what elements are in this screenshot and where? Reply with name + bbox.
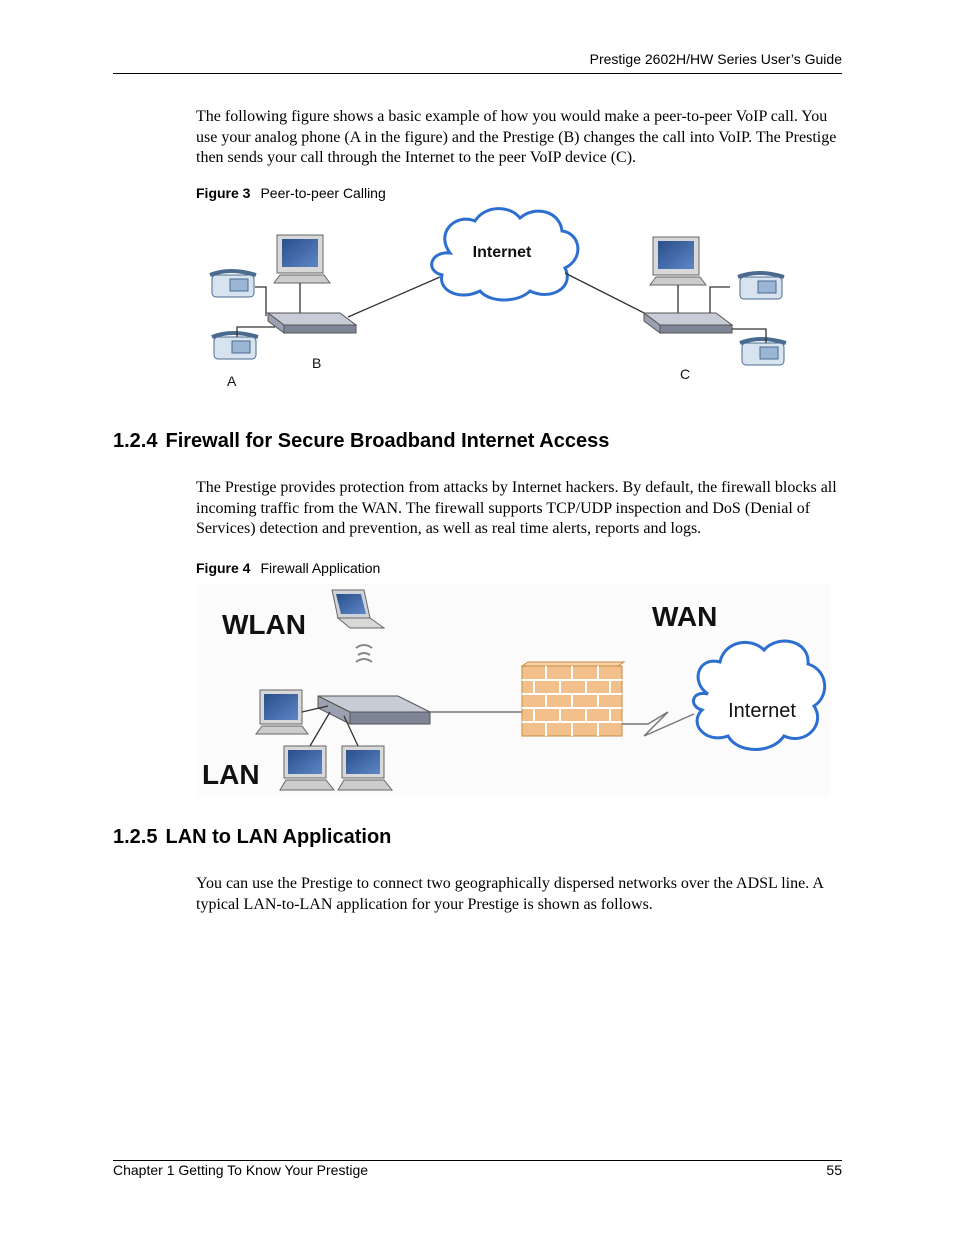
section-1-2-4-body: The Prestige provides protection from at…: [196, 479, 837, 537]
section-1-2-5-heading: 1.2.5 LAN to LAN Application: [113, 826, 391, 849]
section-1-2-4-title: Firewall for Secure Broadband Internet A…: [165, 430, 610, 452]
header-divider: [113, 73, 842, 74]
wireless-signal-icon: [355, 644, 373, 663]
fig4-lan-label: LAN: [202, 759, 260, 790]
section-1-2-5-title: LAN to LAN Application: [165, 826, 392, 848]
section-1-2-4-heading: 1.2.4 Firewall for Secure Broadband Inter…: [113, 430, 609, 453]
figure-3-title: Peer-to-peer Calling: [260, 185, 386, 201]
laptop-icon: [331, 589, 386, 629]
footer-divider: [113, 1160, 842, 1161]
fig3-label-a: A: [227, 373, 237, 389]
computer-icon-lan-left: [255, 689, 309, 735]
fig3-internet-label: Internet: [473, 244, 532, 261]
figure-4-label: Figure 4: [196, 560, 251, 576]
computer-icon-lan-mid: [279, 745, 336, 791]
fig3-label-b: B: [312, 355, 321, 371]
phone-icon-c-top: [737, 271, 785, 300]
firewall-icon: [520, 661, 626, 737]
internet-cloud-icon: Internet: [692, 639, 827, 751]
computer-icon-right: [649, 236, 707, 286]
intro-paragraph: The following figure shows a basic examp…: [196, 108, 837, 166]
page-number: 55: [826, 1162, 842, 1178]
footer-chapter: Chapter 1 Getting To Know Your Prestige: [113, 1162, 369, 1178]
router-icon-left: [266, 312, 358, 334]
figure-3-label: Figure 3: [196, 185, 251, 201]
figure-4-title: Firewall Application: [260, 560, 381, 576]
computer-icon-left: [273, 234, 331, 284]
phone-icon-c-bottom: [739, 337, 787, 366]
figure-4-caption: Figure 4 Firewall Application: [196, 560, 380, 576]
fig4-internet-label: Internet: [728, 700, 796, 722]
fig4-wlan-label: WLAN: [222, 609, 306, 640]
fig3-label-c: C: [680, 366, 690, 382]
running-header: Prestige 2602H/HW Series User’s Guide: [589, 51, 842, 67]
phone-icon-a-bottom: [211, 331, 259, 360]
computer-icon-lan-right: [337, 745, 394, 791]
internet-cloud-icon: Internet: [430, 207, 580, 302]
router-icon-right: [642, 312, 734, 334]
section-1-2-5-body: You can use the Prestige to connect two …: [196, 875, 823, 913]
section-1-2-5-number: 1.2.5: [113, 826, 158, 848]
figure-3-caption: Figure 3 Peer-to-peer Calling: [196, 185, 386, 201]
firewall-application-diagram: WLAN WAN LAN: [198, 584, 830, 796]
section-1-2-4-number: 1.2.4: [113, 430, 158, 452]
fig4-wan-label: WAN: [652, 601, 717, 632]
phone-icon-a-top: [209, 269, 257, 298]
router-icon: [317, 695, 431, 725]
peer-to-peer-diagram: Internet: [209, 207, 787, 389]
